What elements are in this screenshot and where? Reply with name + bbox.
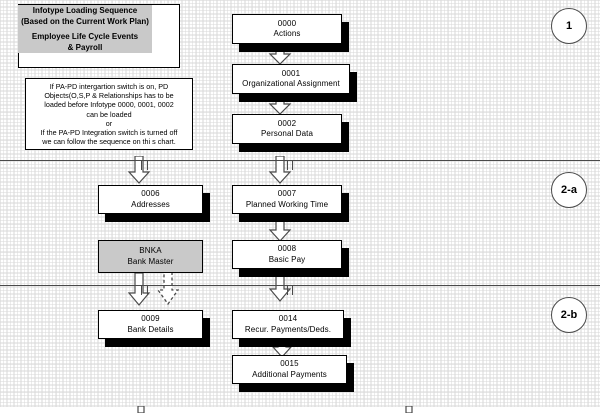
lane-tick-left-d (147, 285, 148, 295)
note-line-6: we can follow the sequence on thi s char… (42, 137, 176, 147)
stage-circle-2a: 2-a (551, 172, 587, 208)
node-bnka-code: BNKA (139, 246, 162, 255)
node-0006[interactable]: 0006 Addresses (98, 185, 203, 214)
node-0014-code: 0014 (278, 314, 298, 323)
lane-tick-left-b (147, 160, 148, 170)
node-0008[interactable]: 0008 Basic Pay (232, 240, 342, 269)
node-0014-name: Recur. Payments/Deds. (244, 324, 332, 334)
lane-tick-left-a (141, 160, 142, 170)
node-0007-name: Planned Working Time (245, 199, 329, 209)
node-0001[interactable]: 0001 Organizational Assignment (232, 64, 350, 94)
note-line-0: If PA-PD intergartion switch is on, PD (49, 82, 169, 91)
title-line-2: (Based on the Current Work Plan) (21, 17, 149, 26)
node-0001-code: 0001 (281, 68, 301, 78)
node-0001-name: Organizational Assignment (242, 79, 340, 88)
note-box: If PA-PD intergartion switch is on, PD O… (25, 78, 193, 150)
title-line-3: Employee Life Cycle Events (31, 32, 139, 41)
node-bnka[interactable]: BNKA Bank Master (98, 240, 203, 273)
node-0002-code: 0002 (277, 118, 297, 128)
title-panel: Infotype Loading Sequence (Based on the … (18, 5, 152, 53)
node-0007[interactable]: 0007 Planned Working Time (232, 185, 342, 214)
node-0000[interactable]: 0000 Actions (232, 14, 342, 44)
stage-circle-1-label: 1 (565, 20, 573, 32)
title-line-4: & Payroll (67, 43, 103, 52)
note-line-1: Objects(O,S,P & Relationships has to be (44, 91, 174, 101)
lane-tick-right-b (292, 160, 293, 170)
note-line-5: If the PA-PD Integration switch is turne… (40, 128, 178, 138)
note-line-4: or (105, 118, 113, 128)
node-0007-code: 0007 (277, 189, 297, 198)
node-0008-code: 0008 (277, 244, 297, 253)
node-0015-code: 0015 (280, 359, 299, 368)
note-line-2: loaded before Infotype 0000, 0001, 0002 (44, 100, 174, 110)
node-0015-name: Additional Payments (252, 369, 327, 379)
title-line-1: Infotype Loading Sequence (32, 6, 138, 15)
node-0015[interactable]: 0015 Additional Payments (232, 355, 347, 384)
stage-circle-2b: 2-b (551, 297, 587, 333)
node-0002-name: Personal Data (261, 129, 313, 138)
section-divider-1 (0, 160, 600, 161)
node-0009-code: 0009 (141, 314, 160, 323)
section-divider-2 (0, 285, 600, 286)
lane-tick-right-d (292, 285, 293, 295)
note-line-3: can be loaded (86, 109, 132, 119)
node-0009-name: Bank Details (127, 324, 174, 334)
node-0002[interactable]: 0002 Personal Data (232, 114, 342, 144)
stage-circle-1: 1 (551, 8, 587, 44)
stage-circle-2b-label: 2-b (560, 309, 578, 321)
node-0008-name: Basic Pay (268, 254, 306, 264)
node-0006-code: 0006 (141, 189, 160, 198)
arrow-stub-right (402, 400, 416, 418)
node-0000-code: 0000 (277, 18, 297, 28)
lane-tick-right-c (287, 285, 288, 295)
node-0014[interactable]: 0014 Recur. Payments/Deds. (232, 310, 344, 339)
lane-tick-left-c (141, 285, 142, 295)
stage-circle-2a-label: 2-a (561, 184, 577, 196)
node-0000-name: Actions (273, 29, 301, 38)
node-0006-name: Addresses (131, 199, 170, 209)
lane-tick-right-a (287, 160, 288, 170)
arrow-stub-left (134, 400, 148, 418)
node-bnka-name: Bank Master (127, 256, 174, 266)
node-0009[interactable]: 0009 Bank Details (98, 310, 203, 339)
